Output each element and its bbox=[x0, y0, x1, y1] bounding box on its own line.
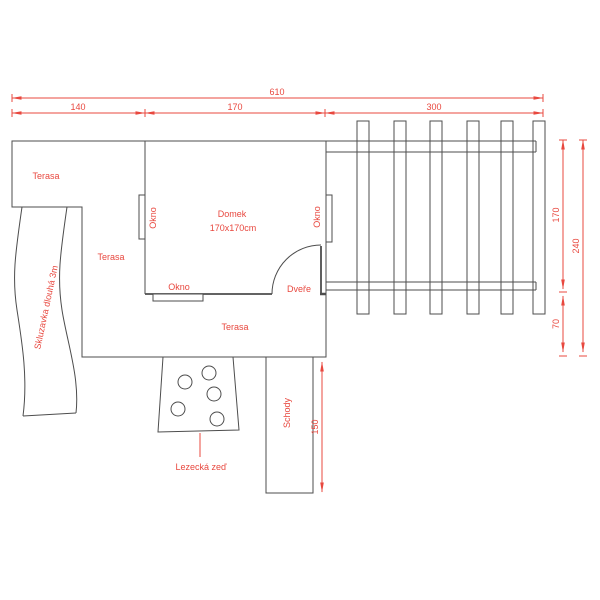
stairs-label: Schody bbox=[282, 397, 292, 428]
slide-right-edge bbox=[59, 206, 78, 414]
slide-bottom-edge bbox=[22, 412, 77, 417]
terrace-top-label: Terasa bbox=[32, 171, 59, 181]
dim-pergola-height-label: 170 bbox=[551, 207, 561, 222]
dim-lower-height-label: 70 bbox=[551, 319, 561, 329]
dim-total-width-label: 610 bbox=[269, 87, 284, 97]
dimension-layer bbox=[11, 94, 587, 493]
dim-house-width-label: 170 bbox=[227, 102, 242, 112]
climbing-wall-label: Lezecká zeď bbox=[175, 462, 227, 472]
window-left-label: Okno bbox=[148, 207, 158, 229]
climbing-hold-1 bbox=[177, 374, 193, 390]
slide-label: Skluzavka dlouhá 3m bbox=[32, 264, 60, 350]
pergola-slat-4 bbox=[466, 120, 480, 315]
window-right bbox=[325, 194, 333, 243]
climbing-hold-3 bbox=[206, 386, 222, 402]
terrace-middle-label: Terasa bbox=[97, 252, 124, 262]
dim-terrace-width-label: 140 bbox=[70, 102, 85, 112]
house-size-label: 170x170cm bbox=[210, 223, 257, 233]
stairs-outline bbox=[265, 356, 314, 494]
window-bottom-label: Okno bbox=[168, 282, 190, 292]
climbing-hold-5 bbox=[209, 411, 225, 427]
door-swing-arc bbox=[271, 244, 322, 295]
terrace-bottom-label: Terasa bbox=[221, 322, 248, 332]
dim-right-ticks bbox=[559, 139, 587, 357]
pergola-slat-1 bbox=[356, 120, 370, 315]
label-layer: 610 140 170 300 170 240 70 150 Terasa Te… bbox=[32, 87, 581, 472]
climbing-hold-2 bbox=[201, 365, 217, 381]
slide-left-edge bbox=[14, 206, 26, 417]
dim-total-width-ticks bbox=[11, 94, 544, 102]
door-label: Dveře bbox=[287, 284, 311, 294]
window-right-label: Okno bbox=[312, 206, 322, 228]
house-label: Domek bbox=[218, 209, 247, 219]
climbing-wall-outline bbox=[157, 356, 240, 433]
dim-top-row-ticks bbox=[11, 109, 544, 117]
window-bottom bbox=[152, 293, 204, 302]
pergola-slat-6 bbox=[532, 120, 546, 315]
dim-total-height-label: 240 bbox=[571, 238, 581, 253]
dim-stairs-label: 150 bbox=[310, 419, 320, 434]
climbing-hold-4 bbox=[170, 401, 186, 417]
pergola-slat-3 bbox=[429, 120, 443, 315]
pergola-slat-2 bbox=[393, 120, 407, 315]
pergola-slat-5 bbox=[500, 120, 514, 315]
window-left bbox=[138, 194, 146, 240]
structure-layer bbox=[11, 120, 546, 494]
dim-pergola-width-label: 300 bbox=[426, 102, 441, 112]
